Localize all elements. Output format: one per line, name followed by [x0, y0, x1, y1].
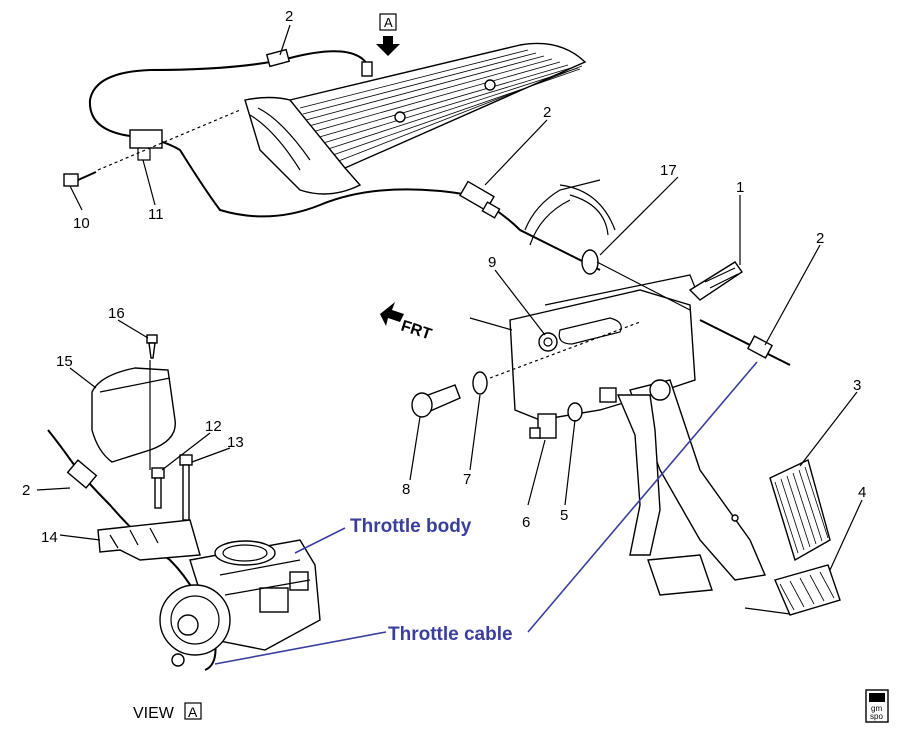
throttle-cable-leader-left [214, 631, 387, 665]
callout-9: 9 [488, 254, 496, 271]
callout-15: 15 [56, 353, 73, 370]
grommet-17 [581, 249, 599, 275]
callout-12: 12 [205, 418, 222, 435]
leader-lines [36, 24, 863, 571]
callout-3: 3 [853, 377, 861, 394]
callout-13: 13 [227, 434, 244, 451]
accelerator-pedal-arm [616, 379, 766, 581]
washer-7 [472, 371, 488, 395]
callout-10: 10 [73, 215, 90, 232]
view-a-marker-letter: A [384, 15, 393, 30]
throttle-cable-label: Throttle cable [388, 624, 513, 645]
callout-6: 6 [522, 514, 530, 531]
front-direction-arrow: FRT [380, 302, 434, 343]
logo-line-2: spo [870, 712, 883, 721]
callout-14: 14 [41, 529, 58, 546]
callout-2-mid: 2 [543, 104, 551, 121]
bushing-5b [599, 387, 617, 403]
throttle-body-leader [294, 527, 346, 554]
nut-9 [538, 332, 558, 352]
pedal-rod [688, 261, 743, 301]
cable-fitting-lower [66, 459, 98, 489]
cover-15 [91, 367, 176, 463]
frt-label: FRT [399, 318, 434, 344]
callout-4: 4 [858, 484, 866, 501]
cable-end-right [699, 319, 791, 366]
view-letter-box [184, 702, 202, 720]
brake-pedal-pad [647, 554, 713, 596]
callout-16: 16 [108, 305, 125, 322]
callout-2-right: 2 [816, 230, 824, 247]
clip-6 [529, 413, 557, 439]
cable-clip [129, 129, 163, 161]
callout-2-left: 2 [22, 482, 30, 499]
view-label: VIEW [133, 705, 175, 722]
pedal-pad-4 [774, 564, 841, 616]
callout-7: 7 [463, 471, 471, 488]
cable-fitting-mid [459, 180, 501, 219]
pedal-pad-3 [769, 459, 831, 562]
cable-fitting-upper [265, 48, 291, 68]
throttle-cable-leader-right [527, 361, 758, 633]
cable-end-upper [361, 61, 373, 77]
callout-5: 5 [560, 507, 568, 524]
intake-plenum [244, 42, 587, 195]
callout-1: 1 [736, 179, 744, 196]
bolt-10 [63, 171, 97, 187]
callout-8: 8 [402, 481, 410, 498]
callout-17: 17 [660, 162, 677, 179]
callout-2-top: 2 [285, 8, 293, 25]
throttle-cable-upper [88, 50, 601, 271]
bolt-13 [179, 454, 193, 521]
pivot-pin-8 [411, 384, 461, 418]
bolt-12 [151, 467, 165, 509]
view-letter: A [188, 704, 198, 720]
screw-16 [146, 334, 158, 359]
logo-line-1: gm [871, 704, 882, 713]
view-a-arrow [376, 13, 400, 56]
throttle-lever [159, 584, 231, 667]
bushing-5 [567, 402, 583, 422]
callout-11: 11 [148, 206, 164, 223]
throttle-body-label: Throttle body [350, 516, 472, 537]
bracket-14 [97, 519, 201, 561]
gm-spo-logo: gm spo [865, 689, 889, 723]
